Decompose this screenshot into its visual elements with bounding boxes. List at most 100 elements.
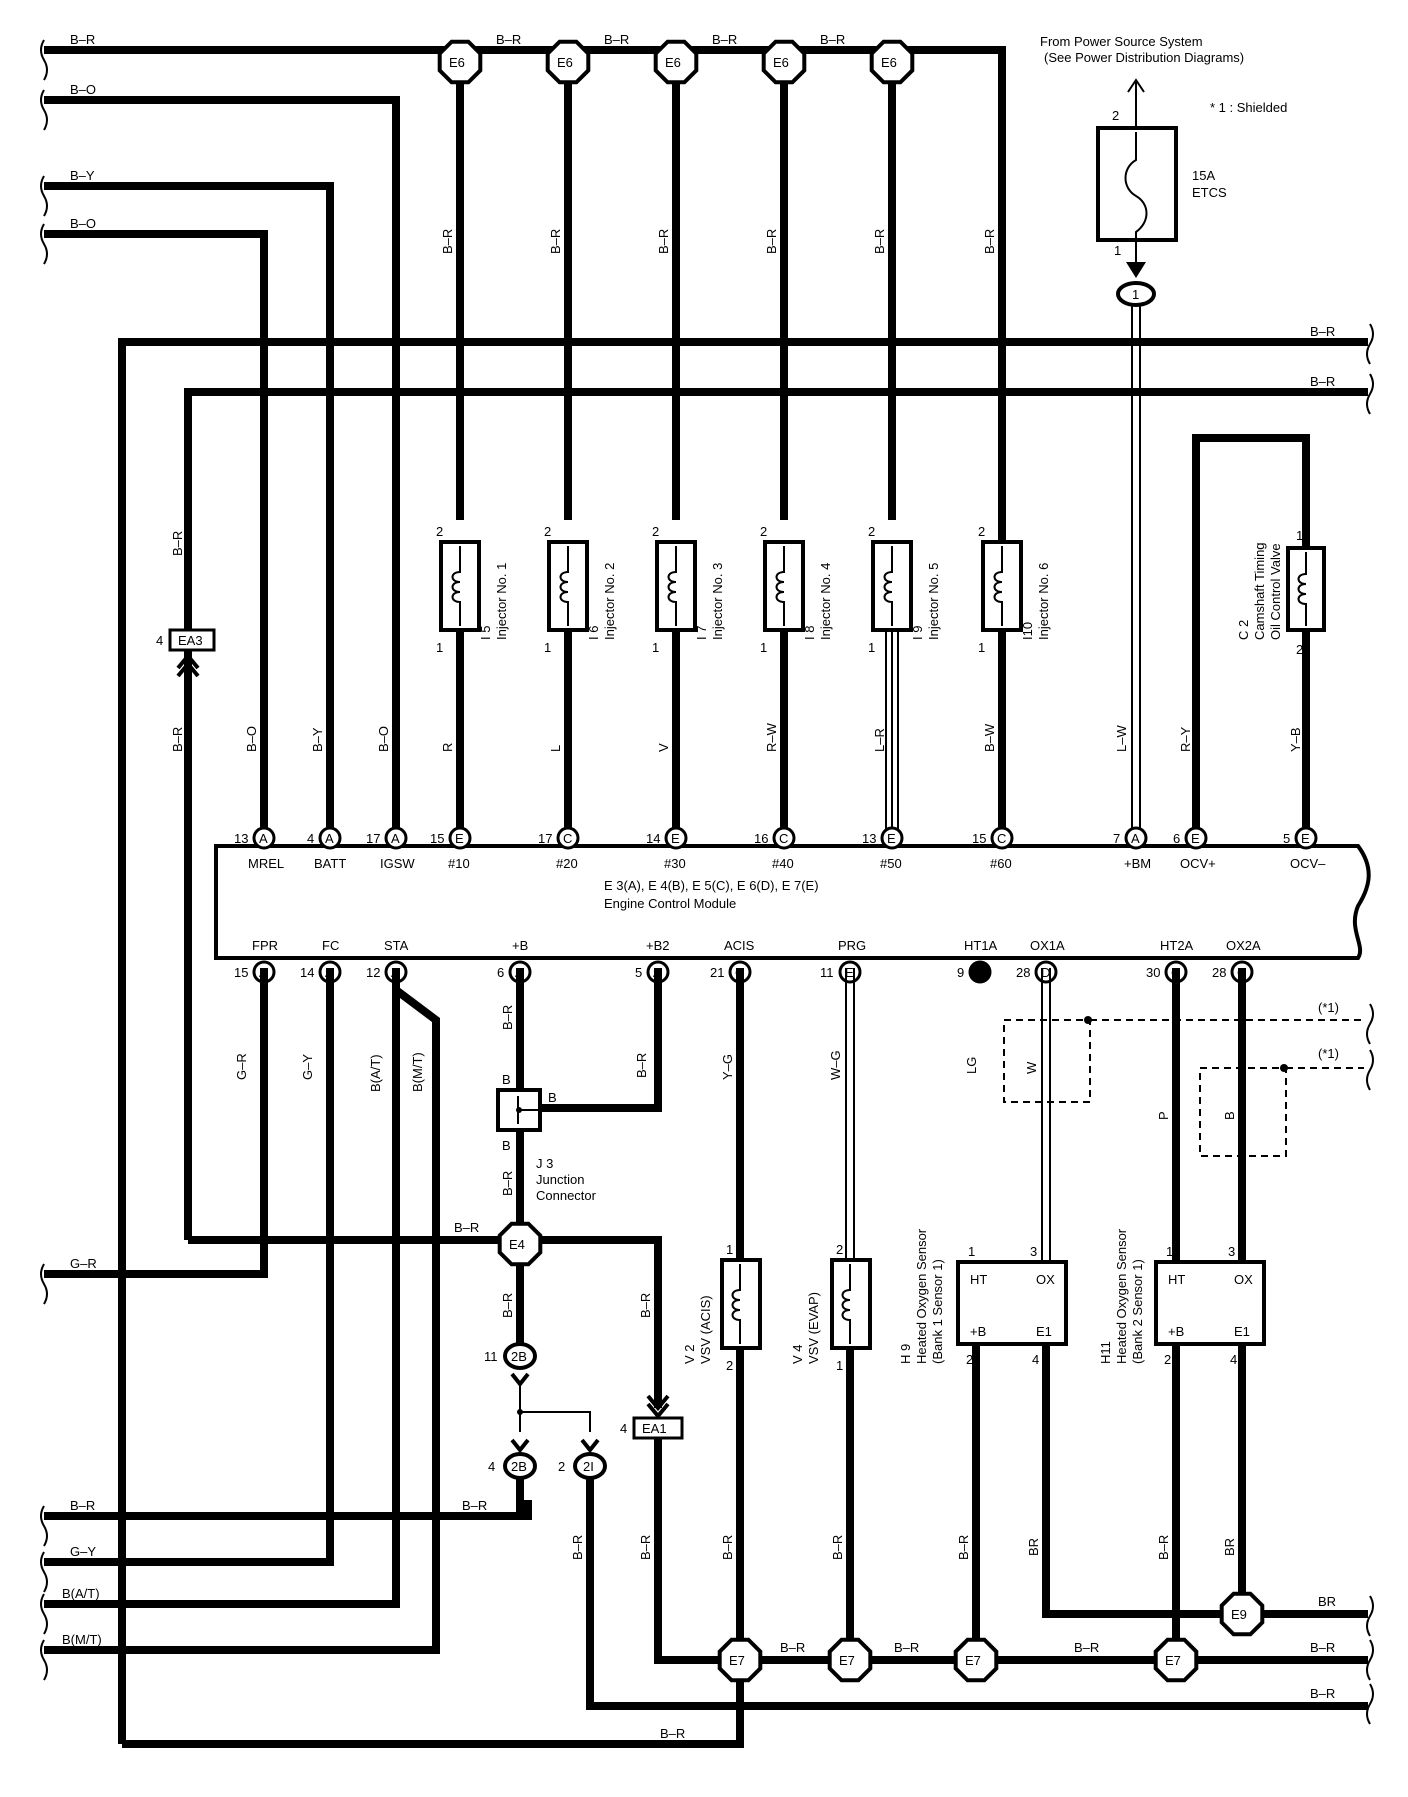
ea1-pin: 4	[620, 1421, 627, 1436]
e6-junction-3	[653, 39, 699, 85]
ecm-top-conn-1: A	[259, 831, 268, 846]
h11-ox: OX	[1234, 1272, 1253, 1287]
shield-tag-1: (*1)	[1318, 1000, 1339, 1015]
bottom-loop-label: B–R	[660, 1726, 685, 1741]
e4-wire-down: B–R	[500, 1293, 515, 1318]
bm-wire-label: L–W	[1114, 725, 1129, 752]
h9-e1: E1	[1036, 1324, 1052, 1339]
sta-at-wire-label: B(A/T)	[368, 1054, 383, 1092]
vsv-evap-code: V 4	[790, 1344, 805, 1364]
h11-name-2: (Bank 2 Sensor 1)	[1130, 1259, 1145, 1364]
plus-b-wire-label: B–R	[500, 1005, 515, 1030]
circle-connector-pin: 1	[1132, 287, 1139, 302]
bottom-right-label-1: BR	[1318, 1594, 1336, 1609]
injector-2-pin-bot: 1	[544, 640, 551, 655]
ecm-bot-pin-9: 28	[1016, 965, 1030, 980]
injector-5-coil-icon	[883, 546, 893, 626]
h11-wire-b: B	[1222, 1111, 1237, 1120]
ecm-top-pin-5: 17	[538, 831, 552, 846]
ecm-bot-name-5: +B2	[646, 938, 670, 953]
ecm-top-terminals: A13MRELB–OA4BATTB–YA17IGSWB–OE15#10C17#2…	[234, 726, 1326, 871]
h9-wire-lg: LG	[964, 1057, 979, 1074]
e6-junction-2-label: E6	[557, 55, 573, 70]
ecm-bot-pin-1: 15	[234, 965, 248, 980]
b-r-2b-label: B–R	[462, 1498, 487, 1513]
ea1-wire-label: B–R	[638, 1535, 653, 1560]
fc-wire-label: G–Y	[300, 1054, 315, 1080]
injector-4-pin-top: 2	[760, 524, 767, 539]
h9-plus-b: +B	[970, 1324, 986, 1339]
j3-name-1: Junction	[536, 1172, 584, 1187]
left-wire-label-2: B–O	[70, 82, 96, 97]
injector-1-coil-icon	[451, 546, 461, 626]
vsv-evap-wire-bot: B–R	[830, 1535, 845, 1560]
ecm-top-terminal-3	[384, 826, 408, 850]
ecm-block	[214, 844, 1371, 960]
e7-junction-3-label: E7	[965, 1653, 981, 1668]
h11-code: H11	[1098, 1341, 1113, 1364]
b-at-sta-wire	[44, 968, 400, 1608]
2b-2i-chevrons	[510, 1438, 600, 1454]
ecm-top-terminal-6	[664, 826, 688, 850]
ocv-wire-right: Y–B	[1288, 727, 1303, 752]
j3-node	[516, 1107, 522, 1113]
h11-pin-e1: 4	[1230, 1352, 1237, 1367]
injector-2-top-wire: B–R	[548, 229, 563, 254]
h9-pin-pb: 2	[966, 1352, 973, 1367]
right-wire-label-1: B–R	[1310, 324, 1335, 339]
e6-junction-2	[545, 39, 591, 85]
injector-5-pin-top: 2	[868, 524, 875, 539]
fuse-feed-arrow	[1127, 78, 1145, 93]
ea3-wire-top: B–R	[170, 531, 185, 556]
e4-octagon-label: E4	[509, 1237, 525, 1252]
left-break-marks	[40, 39, 48, 1681]
ecm-top-terminal-4	[448, 826, 472, 850]
h11-wire-p: P	[1156, 1111, 1171, 1120]
e6-junctions	[456, 70, 1006, 520]
injector-6-top-wire: B–R	[982, 229, 997, 254]
injector-4-pin-bot: 1	[760, 640, 767, 655]
bottom-right-label-2: B–R	[1310, 1640, 1335, 1655]
2b-top-chevron-icon	[510, 1372, 530, 1388]
h11-pin-pb: 2	[1164, 1352, 1171, 1367]
ecm-bot-pin-7: 11	[820, 965, 834, 980]
vsv-acis-name: VSV (ACIS)	[698, 1295, 713, 1364]
injector-2-pin-top: 2	[544, 524, 551, 539]
injector-3-name: Injector No. 3	[710, 563, 725, 640]
vsv-acis-code: V 2	[682, 1344, 697, 1364]
ecm-bot-name-6: ACIS	[724, 938, 755, 953]
ecm-top-wire-3: B–O	[376, 726, 391, 752]
ecm-top-pin-2: 4	[307, 831, 314, 846]
e4-right-wire	[540, 1236, 662, 1408]
e6-link-label-4: B–R	[820, 32, 845, 47]
ecm-top-wire-1: B–O	[244, 726, 259, 752]
ecm-top-terminal-1	[252, 826, 276, 850]
fuse-pin-bottom: 1	[1114, 243, 1121, 258]
injector-1-name: Injector No. 1	[494, 563, 509, 640]
injector-6-pin-bot: 1	[978, 640, 985, 655]
e7-junction-4-label: E7	[1165, 1653, 1181, 1668]
e7-junction-4	[1153, 1637, 1199, 1683]
injector-4-coil-icon	[775, 546, 785, 626]
injector-3-pin-top: 2	[652, 524, 659, 539]
ecm-top-name-9: #60	[990, 856, 1012, 871]
ocv-coil-icon	[1297, 552, 1307, 626]
fuse-icon	[1124, 132, 1148, 262]
ocv-name-2: Oil Control Valve	[1268, 543, 1283, 640]
ecm-bot-pin-6: 21	[710, 965, 724, 980]
e7-link-3: B–R	[1074, 1640, 1099, 1655]
ecm-top-terminal-9	[990, 826, 1014, 850]
ocv-wire-left: R–Y	[1178, 726, 1193, 752]
h11-shield-node	[1280, 1064, 1288, 1072]
acis-wire-label: Y–G	[720, 1054, 735, 1080]
ecm-top-conn-3: A	[391, 831, 400, 846]
e7-junction-1-label: E7	[729, 1653, 745, 1668]
injector-1-pin-top: 2	[436, 524, 443, 539]
g-r-fpr-wire	[44, 968, 268, 1278]
injector-1-bot-wire: R	[440, 743, 455, 752]
b-o-mrel-wire	[44, 230, 268, 836]
injector-6-bot-wire: B–W	[982, 723, 997, 752]
e6-junction-4-label: E6	[773, 55, 789, 70]
